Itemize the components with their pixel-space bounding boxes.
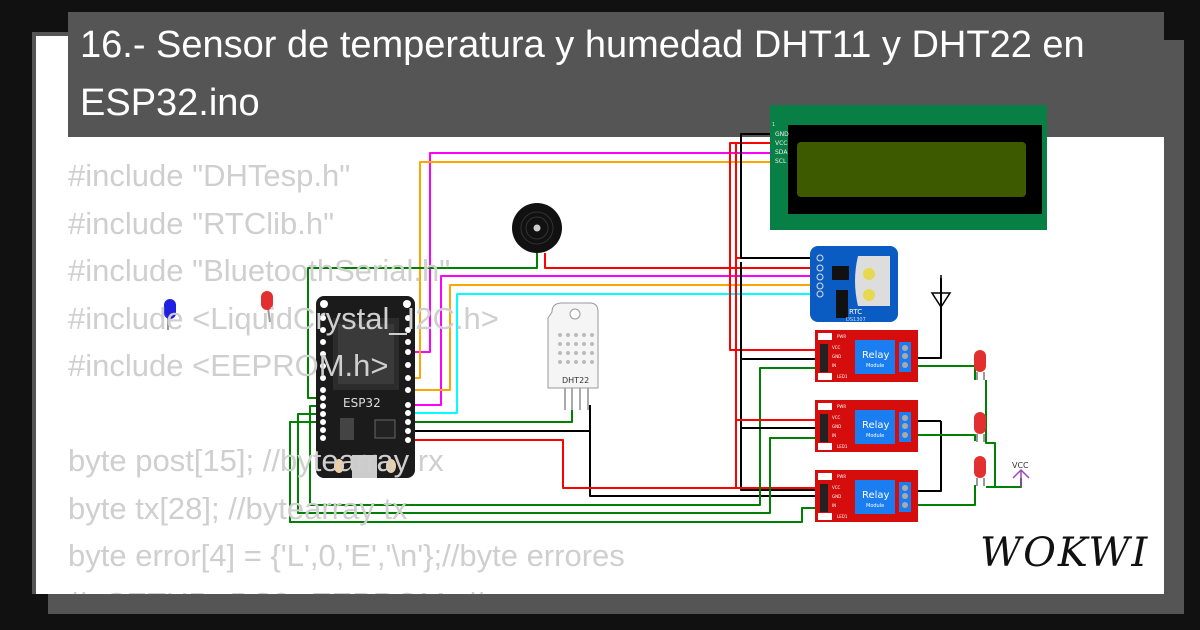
rtc-module[interactable]: RTC DS1307 xyxy=(810,246,898,323)
relay-pin-label: IN xyxy=(832,503,836,508)
relay-pin-label: VCC xyxy=(832,415,841,420)
code-line: #include "BluetoothSerial.h" xyxy=(68,253,451,288)
wire-black xyxy=(740,262,818,491)
wire-green xyxy=(408,405,573,423)
relay-led-label: LED1 xyxy=(837,514,848,519)
title-bar: 16.- Sensor de temperatura y humedad DHT… xyxy=(68,12,1164,137)
vcc-symbol xyxy=(1012,468,1030,487)
led-red-3[interactable] xyxy=(974,456,986,486)
code-line: #include <EEPROM.h> xyxy=(68,348,389,383)
page-title: 16.- Sensor de temperatura y humedad DHT… xyxy=(80,24,1085,124)
lcd-pin1-label: 1 xyxy=(772,122,775,128)
relay-pin-label: VCC xyxy=(832,345,841,350)
relay-label: Relay xyxy=(862,420,890,431)
relay-pin-label: VCC xyxy=(832,485,841,490)
relay-module[interactable]: Relay Module VCC GND IN PWR LED1 xyxy=(815,330,918,382)
lcd-pin-label: GND xyxy=(775,131,789,138)
wire-red xyxy=(729,142,818,351)
code-line: #include "RTClib.h" xyxy=(68,205,335,241)
relay-pin-label: IN xyxy=(832,363,836,368)
relay-sub-label: Module xyxy=(866,433,884,439)
wire-orange xyxy=(408,284,818,391)
wire-green xyxy=(905,434,976,441)
lcd-pin-label: SCL xyxy=(775,158,787,165)
relay-module[interactable]: Relay Module VCC GND IN PWR LED1 xyxy=(815,470,918,522)
wire-green xyxy=(307,253,538,399)
relay-group: Relay Module VCC GND IN PWR LED1 Relay M… xyxy=(815,330,918,522)
vcc-label: VCC xyxy=(1012,461,1029,470)
relay-led-label: LED1 xyxy=(837,374,848,379)
wire-green xyxy=(309,367,818,506)
relay-pin-label: GND xyxy=(832,354,841,359)
code-line: byte tx[28]; //bytearray tx xyxy=(68,490,408,526)
rtc-chip-label: DS1307 xyxy=(846,317,866,323)
wire-black xyxy=(589,431,818,497)
wire-black xyxy=(740,133,818,259)
lcd-display[interactable]: 1 GND VCC SDA SCL xyxy=(770,105,1047,230)
lcd-pin-label: VCC xyxy=(775,140,787,147)
relay-led-label: PWR xyxy=(837,474,846,479)
wire-green xyxy=(905,485,976,506)
relay-label: Relay xyxy=(862,490,890,501)
relay-pin-label: IN xyxy=(832,433,836,438)
code-preview: #include "DHTesp.h" #include "RTClib.h" … xyxy=(68,152,625,594)
wire-pink xyxy=(408,275,818,406)
led-red[interactable] xyxy=(261,291,273,323)
code-line: byte error[4] = {'L',0,'E','\n'};//byte … xyxy=(68,538,625,573)
led-red-1[interactable] xyxy=(974,350,986,380)
relay-pin-label: GND xyxy=(832,424,841,429)
dht22-sensor[interactable]: DHT22 xyxy=(547,302,599,410)
code-line: #include "DHTesp.h" xyxy=(68,158,351,193)
relay-module[interactable]: Relay Module VCC GND IN PWR LED1 xyxy=(815,400,918,452)
esp32-label: ESP32 xyxy=(343,396,381,410)
wokwi-logo: WOKWI xyxy=(980,530,1149,576)
wire-green xyxy=(297,413,818,514)
code-line: byte post[15]; //bytearray rx xyxy=(68,443,444,478)
led-red-2[interactable] xyxy=(974,412,986,442)
relay-label: Relay xyxy=(862,350,890,361)
relay-led-label: PWR xyxy=(837,334,846,339)
code-line: //--SETUP--DS3--EEPROM--// xyxy=(68,586,483,595)
relay-led-label: LED1 xyxy=(837,444,848,449)
buzzer[interactable] xyxy=(512,203,562,253)
wire-cyan xyxy=(408,293,818,414)
relay-sub-label: Module xyxy=(866,503,884,509)
relay-pin-label: GND xyxy=(832,494,841,499)
lcd-pin-label: SDA xyxy=(775,149,788,156)
rtc-label: RTC xyxy=(849,308,862,316)
wire-green xyxy=(289,421,818,523)
relay-sub-label: Module xyxy=(866,363,884,369)
dht22-label: DHT22 xyxy=(562,376,589,385)
code-area: #include "DHTesp.h" #include "RTClib.h" … xyxy=(36,36,1164,594)
wire-red xyxy=(544,253,818,269)
relay-led-label: PWR xyxy=(837,404,846,409)
esp32-board[interactable]: ESP32 xyxy=(316,296,415,478)
code-line: #include <LiquidCrystal_I2C.h> xyxy=(68,300,499,336)
ground-symbol xyxy=(930,275,952,320)
led-blue[interactable] xyxy=(164,299,176,330)
wire-red xyxy=(408,439,736,489)
